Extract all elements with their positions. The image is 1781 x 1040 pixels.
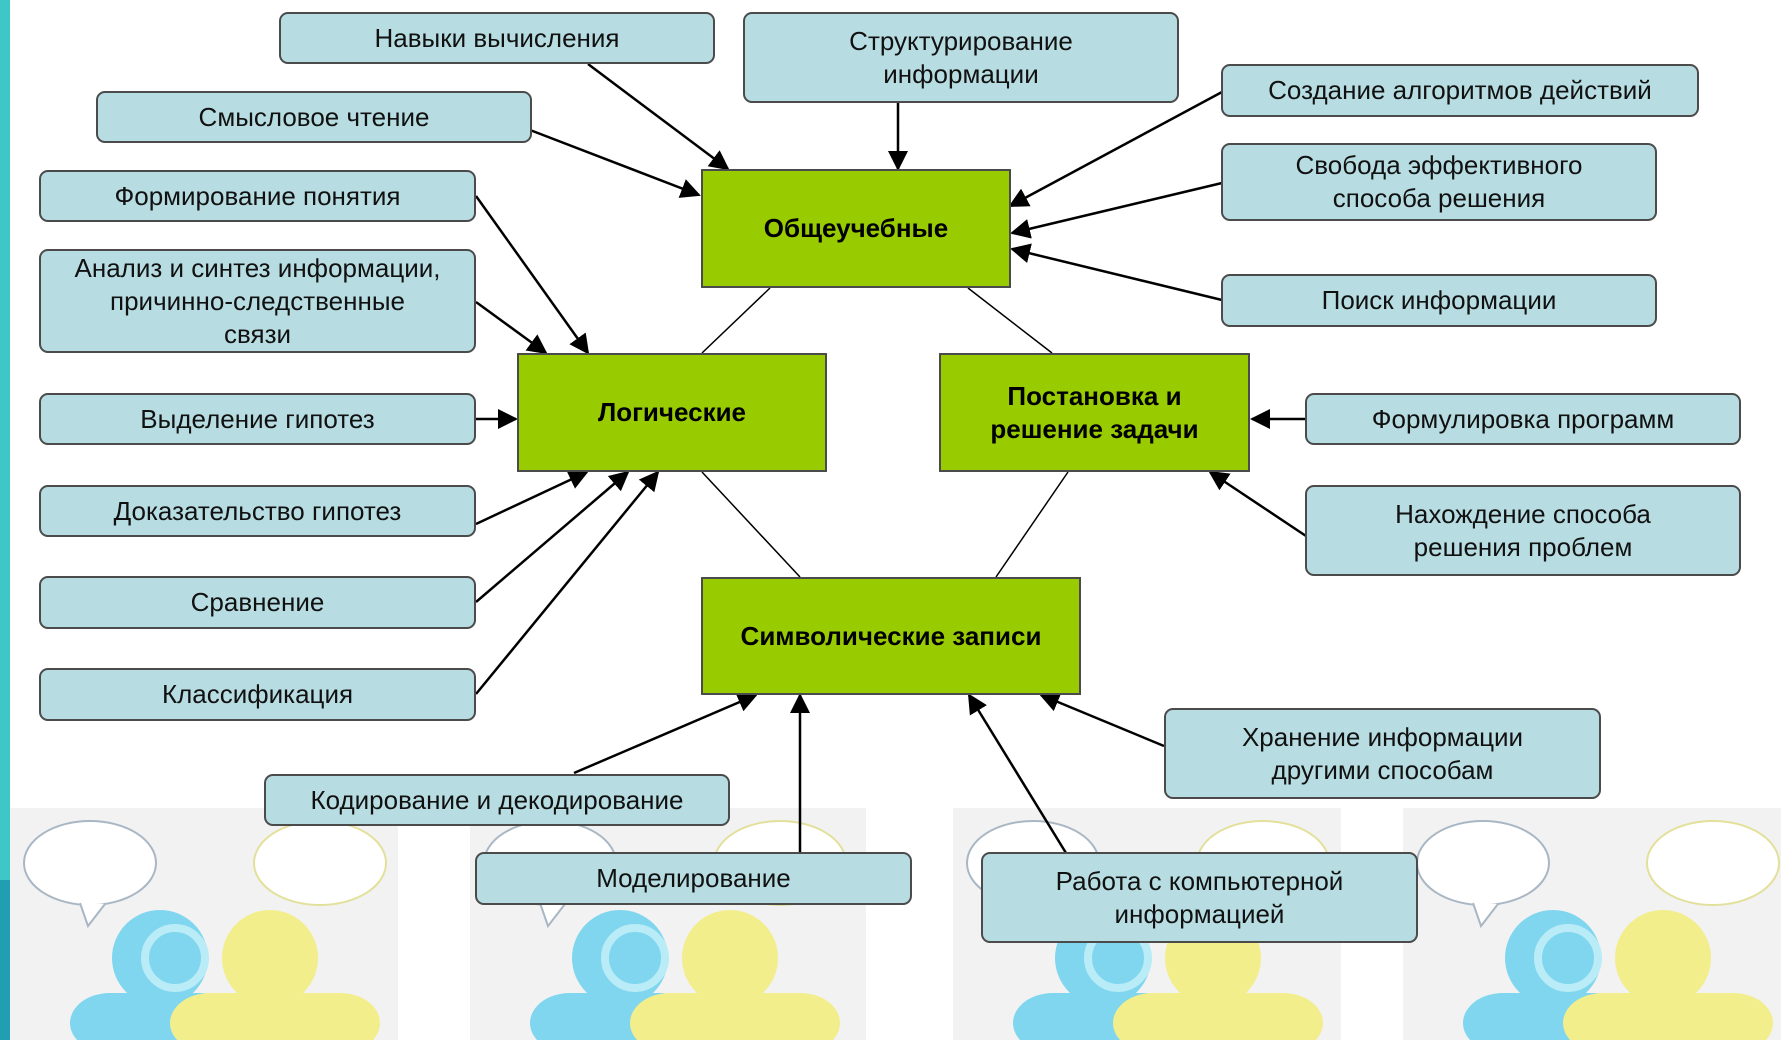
arrow-freedom-to-general xyxy=(1010,181,1223,239)
link-problem-symbolic xyxy=(995,471,1069,578)
arrow-proof-to-logical xyxy=(475,470,589,526)
arrow-concept-to-logical xyxy=(474,195,590,355)
arrow-computer-to-symbolic xyxy=(967,693,1068,854)
arrow-calc-to-general xyxy=(587,63,730,171)
background-panel-1 xyxy=(10,808,398,1040)
link-general-logical xyxy=(701,287,771,354)
arrow-algorithms-to-general xyxy=(1008,90,1223,208)
arrow-coding-to-symbolic xyxy=(573,692,758,775)
left-accent-strip xyxy=(0,0,10,1040)
arrow-reading-to-general xyxy=(529,128,701,198)
core-node-general: Общеучебные xyxy=(701,169,1011,288)
core-node-symbolic: Символические записи xyxy=(701,577,1081,695)
node-concept: Формирование понятия xyxy=(39,170,476,222)
node-freedom: Свобода эффективного способа решения xyxy=(1221,143,1657,221)
core-node-problem: Постановка и решение задачи xyxy=(939,353,1250,472)
node-classification: Классификация xyxy=(39,668,476,721)
node-modeling: Моделирование xyxy=(475,852,912,905)
arrow-finding-to-problem xyxy=(1208,470,1307,538)
arrow-storage-to-symbolic xyxy=(1039,692,1165,748)
link-general-problem xyxy=(967,287,1053,354)
node-calc: Навыки вычисления xyxy=(279,12,715,64)
core-node-logical: Логические xyxy=(517,353,827,472)
node-formulation: Формулировка программ xyxy=(1305,393,1741,445)
node-structuring: Структурирование информации xyxy=(743,12,1179,103)
node-finding: Нахождение способа решения проблем xyxy=(1305,485,1741,576)
node-reading: Смысловое чтение xyxy=(96,91,532,143)
arrow-analysis-to-logical xyxy=(475,300,548,355)
talking-people-icon xyxy=(23,820,387,1040)
node-comparison: Сравнение xyxy=(39,576,476,629)
talking-people-icon xyxy=(1416,820,1780,1040)
node-proof: Доказательство гипотез xyxy=(39,485,476,537)
background-panel-4 xyxy=(1403,808,1781,1040)
node-coding: Кодирование и декодирование xyxy=(264,774,730,826)
node-analysis: Анализ и синтез информации, причинно-сле… xyxy=(39,249,476,353)
link-logical-symbolic xyxy=(701,471,801,578)
arrow-comparison-to-logical xyxy=(475,470,630,603)
left-accent-strip-dark xyxy=(0,880,10,1040)
node-computer: Работа с компьютерной информацией xyxy=(981,852,1418,943)
node-hypothesis: Выделение гипотез xyxy=(39,393,476,445)
node-algorithms: Создание алгоритмов действий xyxy=(1221,64,1699,117)
node-search: Поиск информации xyxy=(1221,274,1657,327)
arrow-classification-to-logical xyxy=(475,470,660,695)
arrow-search-to-general xyxy=(1010,243,1223,302)
node-storage: Хранение информации другими способам xyxy=(1164,708,1601,799)
